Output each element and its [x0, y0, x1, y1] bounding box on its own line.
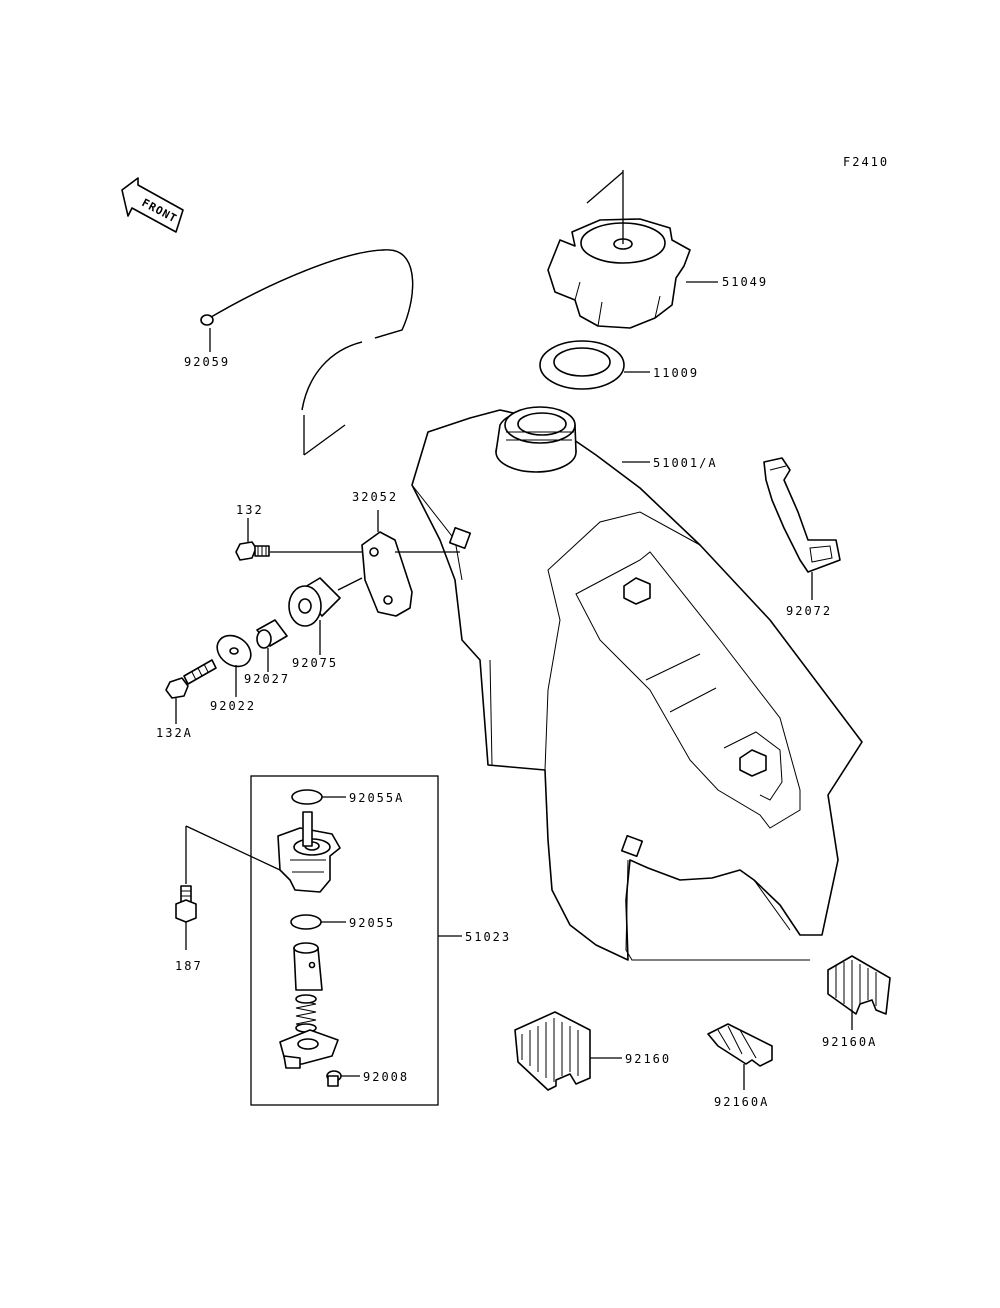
label-92072: 92072	[786, 604, 832, 618]
label-92160a-right: 92160A	[822, 1035, 877, 1049]
label-92160a-middle: 92160A	[714, 1095, 769, 1109]
label-92055: 92055	[349, 916, 395, 930]
label-92055a: 92055A	[349, 791, 404, 805]
front-arrow-icon: FRONT	[121, 177, 184, 233]
label-51001: 51001/A	[653, 456, 718, 470]
gasket	[539, 340, 650, 390]
protector-92160	[514, 1011, 622, 1091]
label-51049: 51049	[722, 275, 768, 289]
tank-strap	[763, 457, 841, 600]
bolt-132a	[165, 659, 217, 724]
protector-92160a-middle	[707, 1023, 773, 1090]
label-92008: 92008	[363, 1070, 409, 1084]
washer	[216, 634, 252, 697]
collar	[256, 619, 288, 672]
breather-hose	[200, 249, 414, 456]
label-132: 132	[236, 503, 264, 517]
label-92059: 92059	[184, 355, 230, 369]
label-92075: 92075	[292, 656, 338, 670]
mount-bracket	[361, 510, 460, 617]
label-187: 187	[175, 959, 203, 973]
fuel-cock-assembly	[185, 775, 462, 1106]
label-92160: 92160	[625, 1052, 671, 1066]
label-92022: 92022	[210, 699, 256, 713]
bolt-132	[235, 518, 362, 561]
label-92027: 92027	[244, 672, 290, 686]
bolt-187	[175, 885, 197, 950]
label-132a: 132A	[156, 726, 193, 740]
rubber-damper	[288, 577, 363, 655]
protector-92160a-right	[827, 955, 891, 1030]
label-32052: 32052	[352, 490, 398, 504]
label-51023: 51023	[465, 930, 511, 944]
fuel-cap	[547, 170, 718, 329]
fuel-tank	[411, 406, 863, 961]
figure-code: F2410	[843, 155, 889, 169]
label-11009: 11009	[653, 366, 699, 380]
